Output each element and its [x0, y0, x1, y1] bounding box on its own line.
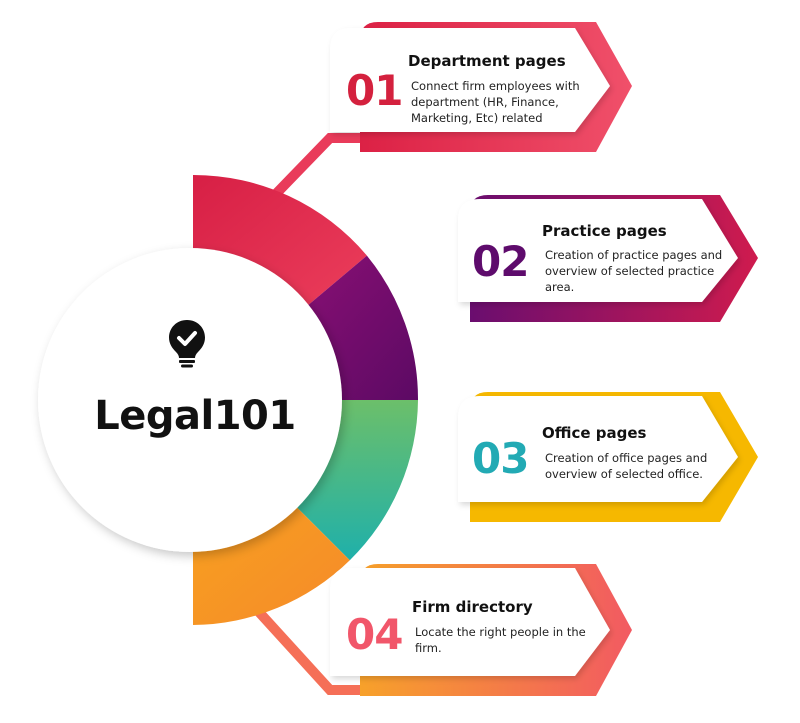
card-desc-04-line-1: Locate the right people in the: [415, 625, 586, 639]
card-title-04: Firm directory: [412, 598, 533, 616]
card-desc-04-line-2: firm.: [415, 641, 442, 655]
card-number-01: 01: [346, 66, 403, 115]
card-title-02: Practice pages: [542, 222, 667, 240]
card-desc-03: Creation of office pages and overview of…: [545, 450, 745, 482]
center-title: Legal101: [94, 393, 296, 439]
card-title-01: Department pages: [408, 52, 566, 70]
card-number-02: 02: [472, 237, 529, 286]
card-number-04: 04: [346, 610, 403, 659]
card-desc-01-line-3: Marketing, Etc) related: [411, 111, 543, 125]
card-desc-01: Connect firm employees with department (…: [411, 78, 601, 126]
lightbulb-check-icon: [169, 320, 205, 368]
card-desc-02-line-2: overview of selected practice: [545, 264, 715, 278]
card-04: [330, 564, 632, 696]
card-desc-02: Creation of practice pages and overview …: [545, 247, 745, 295]
card-desc-03-line-1: Creation of office pages and: [545, 451, 708, 465]
card-desc-02-line-1: Creation of practice pages and: [545, 248, 723, 262]
ring-segment-teal: [284, 400, 418, 561]
center-circle: [38, 248, 342, 552]
card-desc-03-line-2: overview of selected office.: [545, 467, 703, 481]
card-desc-01-line-2: department (HR, Finance,: [411, 95, 559, 109]
card-desc-04: Locate the right people in the firm.: [415, 624, 605, 656]
card-number-03: 03: [472, 434, 529, 483]
card-03: [458, 392, 758, 522]
card-desc-02-line-3: area.: [545, 280, 575, 294]
ring-segment-red: [193, 174, 367, 317]
card-02: [458, 195, 758, 322]
card-desc-01-line-1: Connect firm employees with: [411, 79, 580, 93]
card-title-03: Office pages: [542, 424, 647, 442]
card-01: [330, 22, 632, 152]
